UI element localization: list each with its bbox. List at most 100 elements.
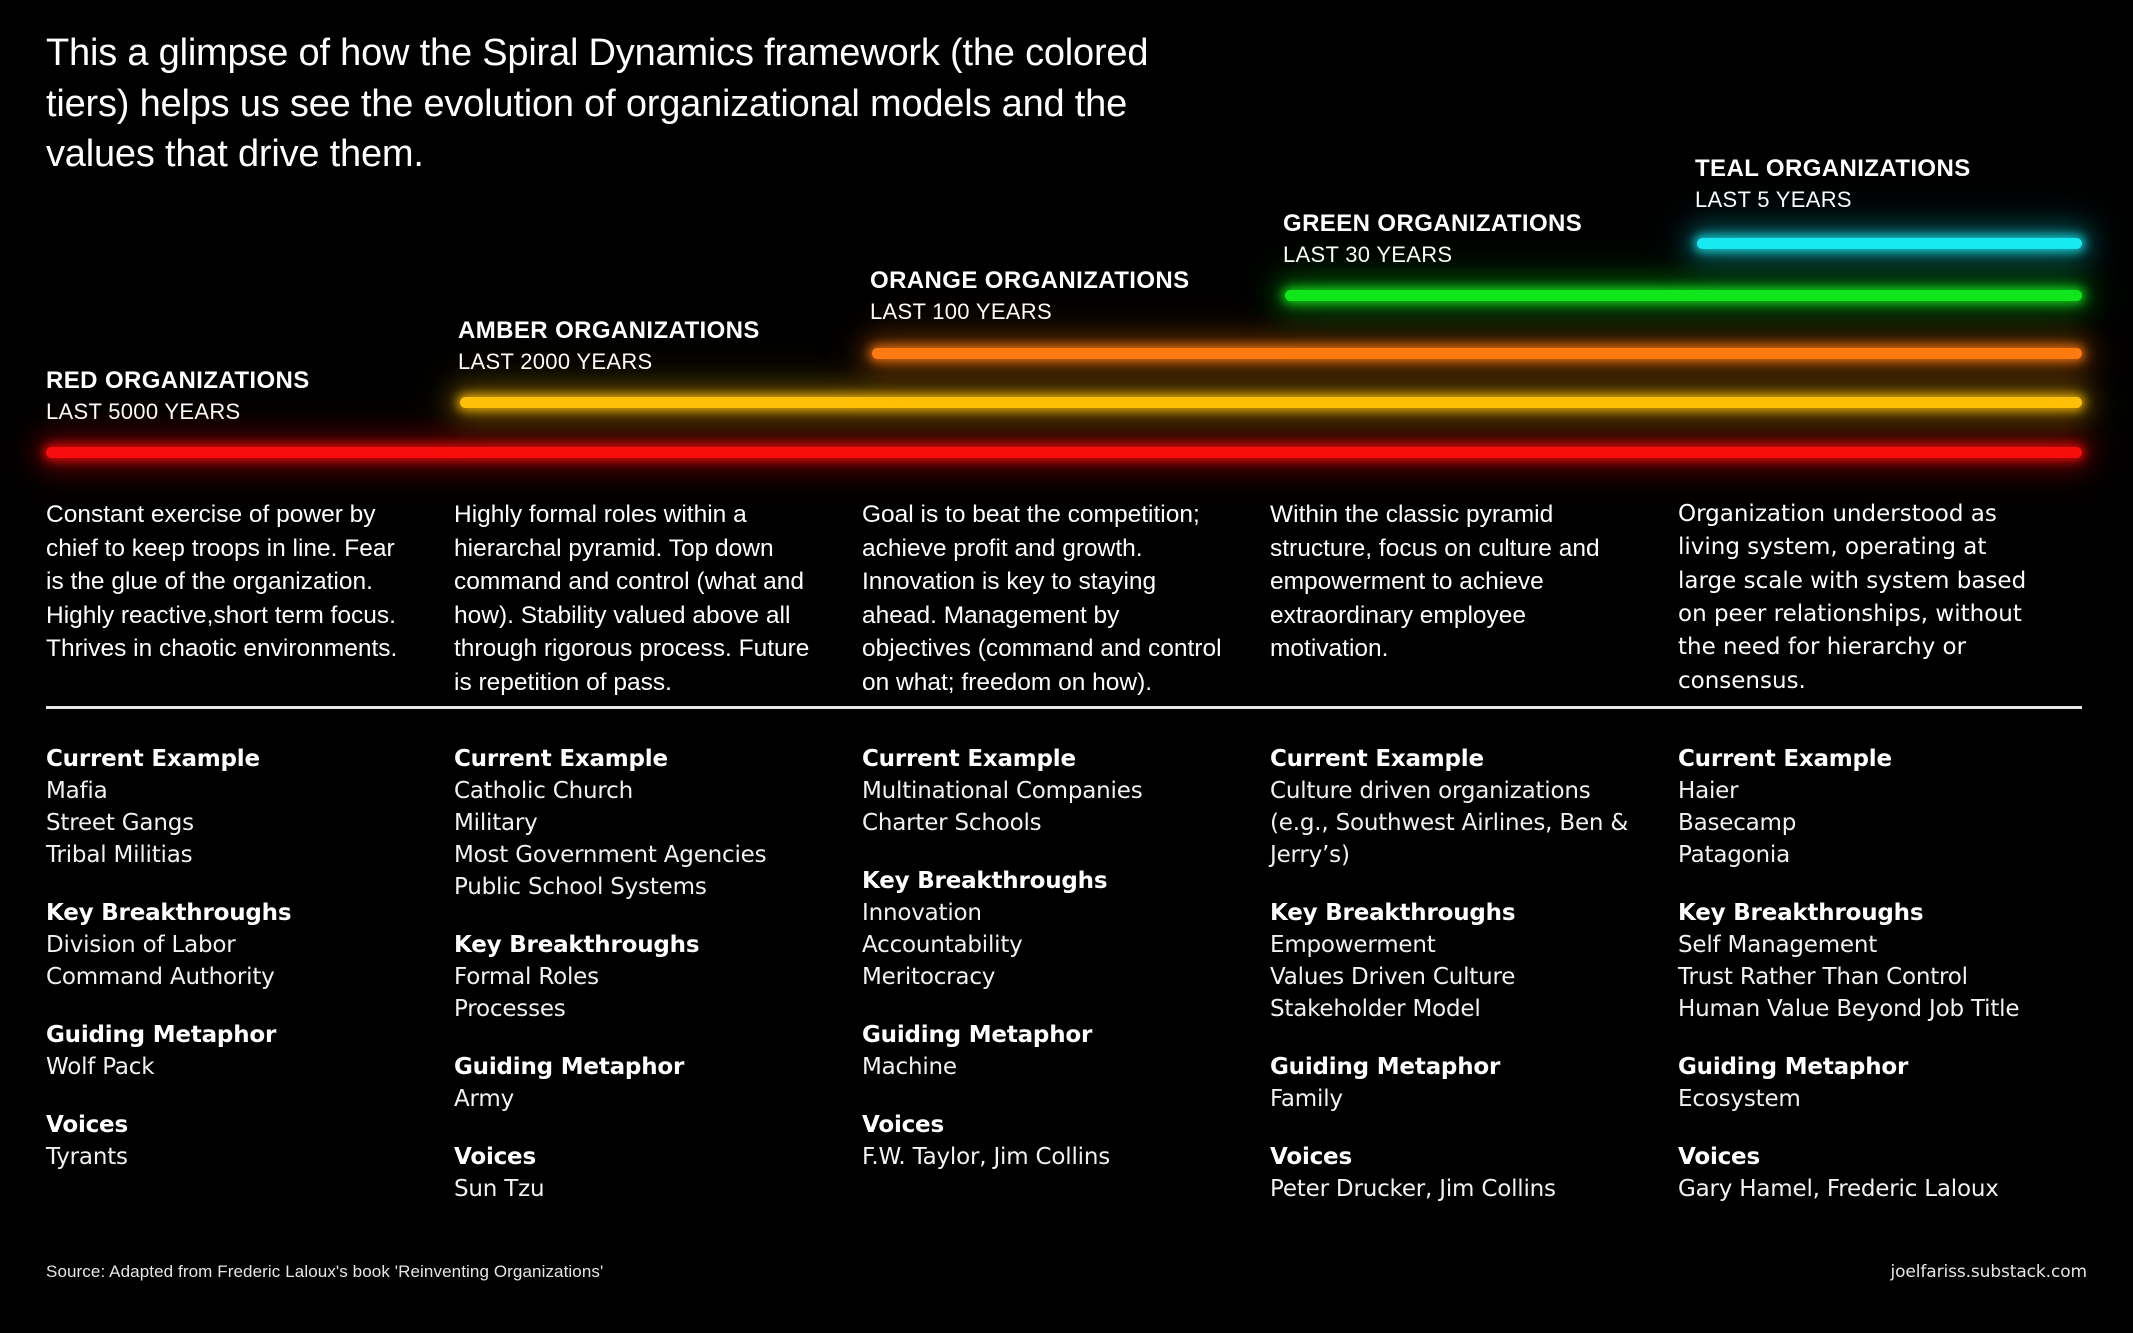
section-divider	[46, 706, 2082, 709]
detail-item: Mafia	[46, 777, 108, 804]
tier-bar-amber	[460, 397, 2082, 408]
detail-heading: Guiding Metaphor	[454, 1053, 685, 1080]
detail-item: Gary Hamel, Frederic Laloux	[1678, 1175, 1999, 1202]
detail-item: Family	[1270, 1085, 1343, 1112]
detail-item: Jerry’s)	[1270, 841, 1350, 868]
detail-heading: Current Example	[1678, 746, 1892, 772]
detail-item: Most Government Agencies	[454, 841, 767, 868]
tier-bar-green	[1285, 290, 2082, 301]
detail-item: Basecamp	[1678, 809, 1797, 836]
detail-item: Multinational Companies	[862, 777, 1143, 804]
detail-heading: Voices	[46, 1111, 128, 1138]
detail-item: Formal Roles	[454, 963, 599, 990]
detail-item: Division of Labor	[46, 931, 236, 958]
detail-item: Wolf Pack	[46, 1053, 155, 1080]
detail-heading: Voices	[1270, 1143, 1352, 1170]
detail-item: Human Value Beyond Job Title	[1678, 995, 2020, 1022]
detail-heading: Guiding Metaphor	[862, 1021, 1093, 1048]
detail-heading: Current Example	[862, 746, 1076, 772]
detail-item: Stakeholder Model	[1270, 995, 1481, 1022]
detail-item: Ecosystem	[1678, 1085, 1801, 1112]
tier-description-row: Constant exercise of power by chief to k…	[46, 498, 2086, 699]
detail-item: Empowerment	[1270, 931, 1436, 958]
detail-item: Public School Systems	[454, 873, 707, 900]
tier-subtitle-red: LAST 5000 YEARS	[46, 399, 241, 424]
detail-heading: Key Breakthroughs	[1270, 899, 1516, 926]
detail-item: Accountability	[862, 931, 1023, 958]
detail-heading: Key Breakthroughs	[862, 867, 1108, 894]
tier-description-orange: Goal is to beat the competition; achieve…	[862, 501, 1222, 696]
detail-item: Army	[454, 1085, 515, 1112]
tier-title-teal: TEAL ORGANIZATIONS	[1695, 155, 1971, 182]
detail-item: Processes	[454, 995, 566, 1022]
detail-heading: Current Example	[1270, 746, 1484, 772]
detail-heading: Current Example	[46, 746, 260, 772]
tier-title-amber: AMBER ORGANIZATIONS	[458, 317, 760, 344]
detail-heading: Current Example	[454, 746, 668, 772]
detail-heading: Guiding Metaphor	[46, 1021, 277, 1048]
detail-item: Innovation	[862, 899, 982, 926]
detail-item: Machine	[862, 1053, 957, 1080]
detail-item: Self Management	[1678, 931, 1878, 958]
detail-item: Military	[454, 809, 538, 836]
tier-subtitle-green: LAST 30 YEARS	[1283, 242, 1453, 267]
detail-heading: Voices	[862, 1111, 944, 1138]
detail-item: Tyrants	[46, 1143, 128, 1170]
detail-item: Charter Schools	[862, 809, 1042, 836]
tier-description-green: Within the classic pyramid structure, fo…	[1270, 501, 1600, 663]
tier-subtitle-teal: LAST 5 YEARS	[1695, 187, 1852, 212]
detail-item: Tribal Militias	[46, 841, 193, 868]
detail-item: Culture driven organizations	[1270, 777, 1591, 804]
tier-label-teal: TEAL ORGANIZATIONS LAST 5 YEARS	[1695, 155, 1971, 213]
detail-item: Trust Rather Than Control	[1678, 963, 1968, 990]
detail-item: Catholic Church	[454, 777, 633, 804]
footer-site[interactable]: joelfariss.substack.com	[1890, 1262, 2087, 1282]
tier-bar-teal	[1697, 238, 2082, 249]
detail-heading: Key Breakthroughs	[454, 931, 700, 958]
detail-heading: Guiding Metaphor	[1270, 1053, 1501, 1080]
tier-bar-orange	[872, 348, 2082, 359]
detail-item: Peter Drucker, Jim Collins	[1270, 1175, 1556, 1202]
tier-title-green: GREEN ORGANIZATIONS	[1283, 210, 1583, 237]
detail-heading: Voices	[1678, 1143, 1760, 1170]
detail-item: Meritocracy	[862, 963, 996, 990]
tier-description-amber: Highly formal roles within a hierarchal …	[454, 501, 810, 696]
detail-item: Values Driven Culture	[1270, 963, 1516, 990]
detail-heading: Guiding Metaphor	[1678, 1053, 1909, 1080]
page-headline: This a glimpse of how the Spiral Dynamic…	[46, 32, 1149, 176]
detail-heading: Voices	[454, 1143, 536, 1170]
detail-item: Patagonia	[1678, 841, 1790, 868]
detail-heading: Key Breakthroughs	[1678, 899, 1924, 926]
footer-source: Source: Adapted from Frederic Laloux's b…	[46, 1262, 604, 1281]
tier-description-red: Constant exercise of power by chief to k…	[46, 501, 398, 663]
tier-title-orange: ORANGE ORGANIZATIONS	[870, 267, 1190, 294]
detail-item: Haier	[1678, 777, 1739, 804]
